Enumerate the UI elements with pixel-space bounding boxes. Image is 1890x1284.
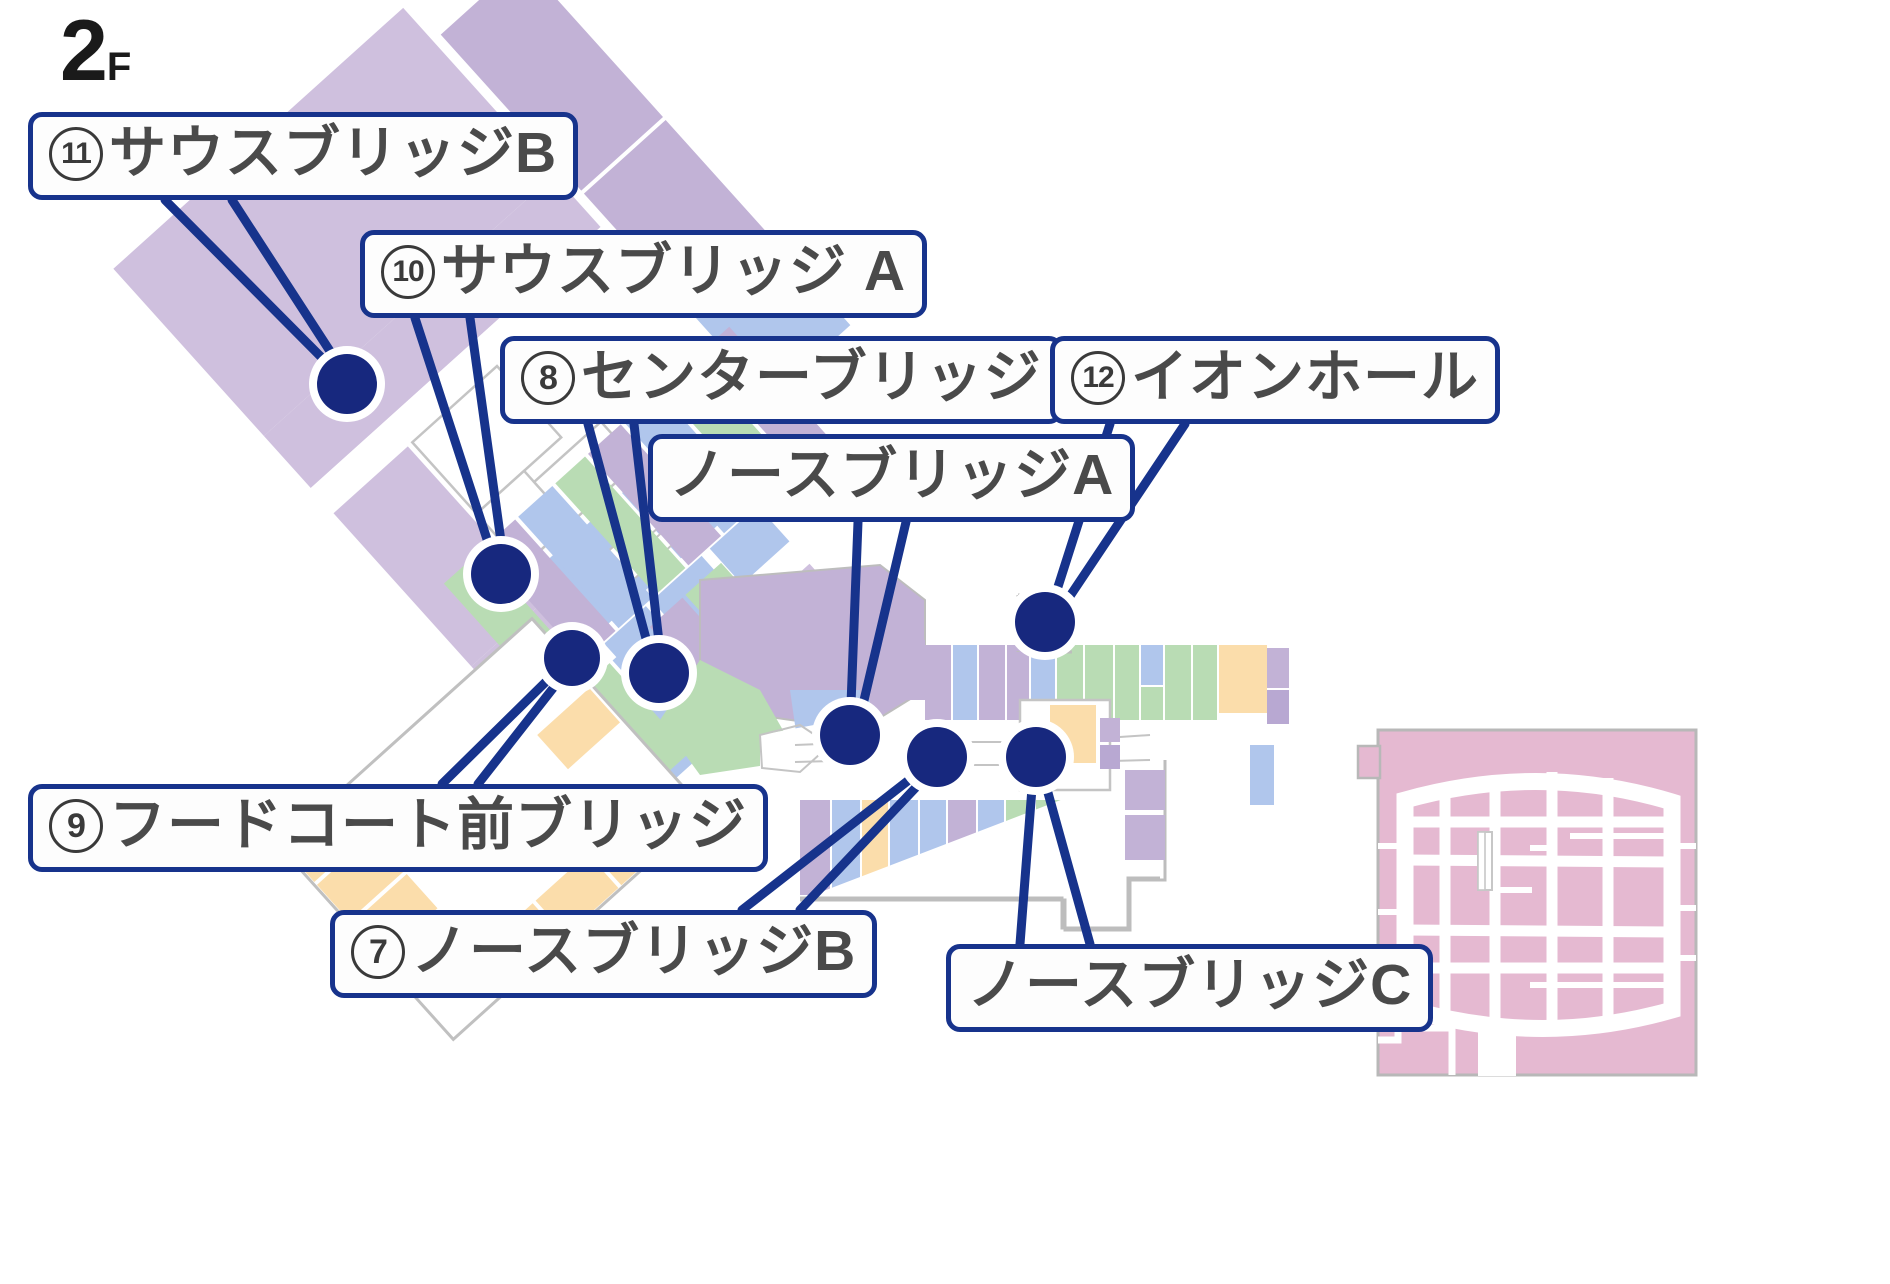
marker-aeon-hall[interactable] bbox=[1015, 592, 1075, 652]
callout-label: ノースブリッジC bbox=[967, 953, 1413, 1018]
callout-number-badge: 10 bbox=[381, 245, 435, 299]
callout-center-bridge[interactable]: 8 センターブリッジ bbox=[500, 336, 1063, 424]
floor-number: 2 bbox=[60, 3, 108, 99]
callout-label: ノースブリッジA bbox=[669, 443, 1115, 508]
callout-number-badge: 12 bbox=[1071, 351, 1125, 405]
leader-north-bridge-b-1 bbox=[737, 757, 937, 915]
leader-north-bridge-a-1 bbox=[845, 517, 863, 735]
callout-food-court-bridge[interactable]: 9 フードコート前ブリッジ bbox=[28, 784, 768, 872]
callout-label: イオンホール bbox=[1131, 345, 1479, 410]
callout-label: サウスブリッジ A bbox=[441, 239, 906, 304]
callout-number-badge: 8 bbox=[521, 351, 575, 405]
callout-aeon-hall[interactable]: 12 イオンホール bbox=[1050, 336, 1500, 424]
leader-north-bridge-b-2 bbox=[795, 759, 943, 915]
bridge-markers bbox=[309, 346, 1083, 795]
leader-south-bridge-a-2 bbox=[465, 313, 510, 575]
callout-north-bridge-b[interactable]: 7 ノースブリッジB bbox=[330, 910, 878, 998]
callout-label: センターブリッジ bbox=[581, 345, 1042, 410]
callout-label: フードコート前ブリッジ bbox=[109, 793, 747, 858]
leader-north-bridge-c-2 bbox=[1035, 759, 1095, 949]
floor-indicator: 2F bbox=[60, 8, 131, 94]
leader-south-bridge-b-1 bbox=[160, 195, 349, 385]
callout-south-bridge-a[interactable]: 10 サウスブリッジ A bbox=[360, 230, 927, 318]
callout-number-badge: 9 bbox=[49, 799, 103, 853]
leader-aeon-hall-2 bbox=[1049, 419, 1190, 625]
callout-label: ノースブリッジB bbox=[411, 919, 857, 984]
leader-center-bridge-1 bbox=[583, 419, 659, 673]
callout-south-bridge-b[interactable]: 11 サウスブリッジB bbox=[28, 112, 579, 200]
leader-north-bridge-a-2 bbox=[852, 517, 911, 735]
leader-center-bridge-2 bbox=[629, 419, 667, 673]
east-orange-tenant bbox=[1219, 645, 1267, 713]
callout-number-badge: 7 bbox=[351, 925, 405, 979]
marker-food-court-bridge[interactable] bbox=[544, 630, 600, 686]
marker-south-bridge-a[interactable] bbox=[471, 544, 531, 604]
callout-north-bridge-a[interactable]: ノースブリッジA bbox=[648, 434, 1136, 522]
marker-south-bridge-b[interactable] bbox=[317, 354, 377, 414]
floor-suffix: F bbox=[106, 45, 131, 89]
marker-north-bridge-b[interactable] bbox=[907, 727, 967, 787]
leader-food-court-1 bbox=[437, 657, 571, 789]
marker-north-bridge-a[interactable] bbox=[820, 705, 880, 765]
marker-north-bridge-c[interactable] bbox=[1006, 727, 1066, 787]
callout-north-bridge-c[interactable]: ノースブリッジC bbox=[946, 944, 1434, 1032]
leader-south-bridge-a-1 bbox=[410, 313, 502, 575]
callout-label: サウスブリッジB bbox=[109, 121, 558, 186]
marker-center-bridge[interactable] bbox=[629, 643, 689, 703]
callout-number-badge: 11 bbox=[49, 127, 103, 181]
